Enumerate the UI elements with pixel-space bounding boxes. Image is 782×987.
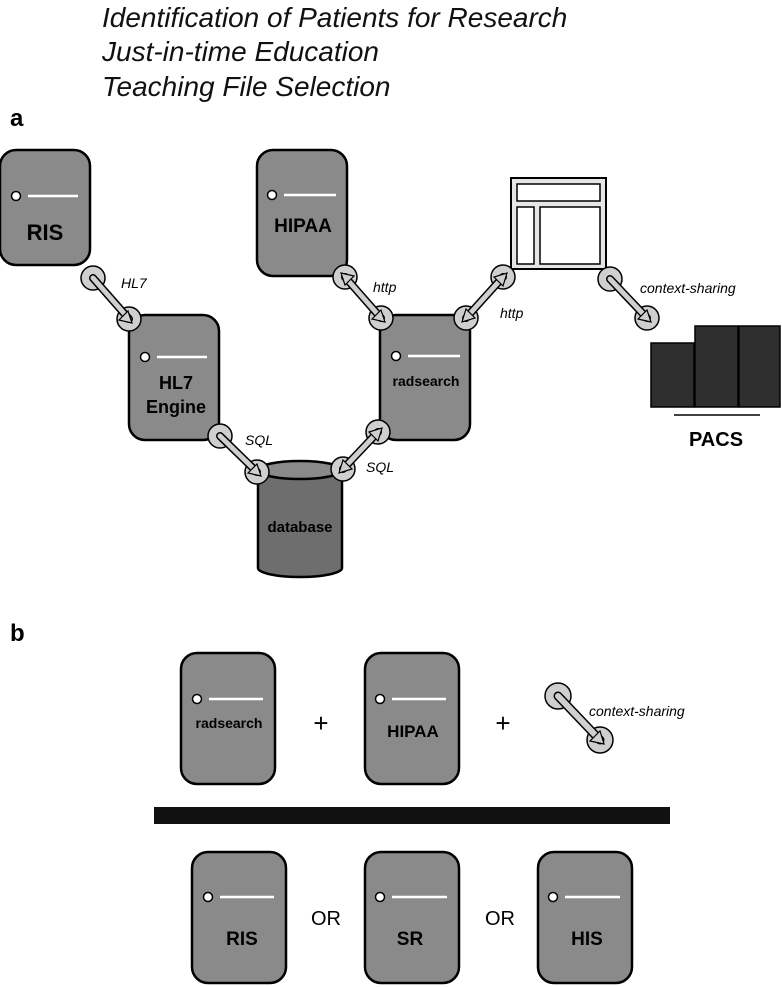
radsearch-label-b: radsearch [196,715,263,731]
ris-label: RIS [27,220,64,245]
ris-server: RIS [0,148,92,267]
hl7-engine-label-line2: Engine [146,397,206,417]
status-light-icon [374,891,386,903]
status-light-icon [139,351,151,363]
or-label-1: OR [311,908,341,930]
connector-browser-pacs: context-sharing [597,266,736,331]
header-line-3: Teaching File Selection [102,71,390,102]
database-cylinder: database [256,459,344,579]
plus-sign-1: + [313,708,328,738]
panel-a-label: a [10,105,24,132]
header-line-1: Identification of Patients for Research [102,2,567,33]
connector-ris-hl7: HL7 [80,265,148,332]
context-sharing-label: context-sharing [640,280,736,296]
http-protocol-label-2: http [500,305,524,321]
hipaa-label: HIPAA [274,216,332,237]
status-light-icon [374,693,386,705]
ris-server-b: RIS [190,850,288,985]
sr-server-b: SR [363,850,461,985]
or-label-2: OR [485,908,515,930]
hipaa-server-b: HIPAA [363,651,461,786]
plus-sign-2: + [495,708,510,738]
http-protocol-label-1: http [373,279,397,295]
pacs-icon: PACS [650,325,781,451]
hipaa-server: HIPAA [255,148,349,278]
connector-browser-radsearch: http [453,264,524,331]
hipaa-label-b: HIPAA [387,722,439,741]
connector-radsearch-database: SQL [330,419,394,482]
status-light-icon [191,693,203,705]
sql-protocol-label-1: SQL [245,432,273,448]
context-sharing-label-b: context-sharing [589,703,685,719]
header: Identification of Patients for Research … [101,2,567,102]
status-light-icon [266,189,278,201]
hl7-engine-server: HL7 Engine [127,313,221,442]
status-light-icon [202,891,214,903]
status-light-icon [10,190,22,202]
database-label: database [267,519,332,536]
radsearch-label: radsearch [393,373,460,389]
radsearch-server: radsearch [378,313,472,442]
ris-label-b: RIS [226,929,258,950]
connector-hl7-database: SQL [207,423,273,485]
sql-protocol-label-2: SQL [366,459,394,475]
context-sharing-connector-b: context-sharing [544,682,685,754]
header-line-2: Just-in-time Education [101,36,379,67]
his-server-b: HIS [536,850,634,985]
sr-label-b: SR [397,929,424,950]
pacs-label: PACS [689,429,743,451]
hl7-protocol-label: HL7 [121,275,148,291]
status-light-icon [390,350,402,362]
connector-hipaa-radsearch: http [332,264,397,331]
radsearch-server-b: radsearch [179,651,277,786]
his-label-b: HIS [571,929,603,950]
status-light-icon [547,891,559,903]
panel-b-label: b [10,620,25,647]
hl7-engine-label-line1: HL7 [159,373,193,393]
browser-window-icon [510,177,607,270]
divider-bar [154,807,670,824]
